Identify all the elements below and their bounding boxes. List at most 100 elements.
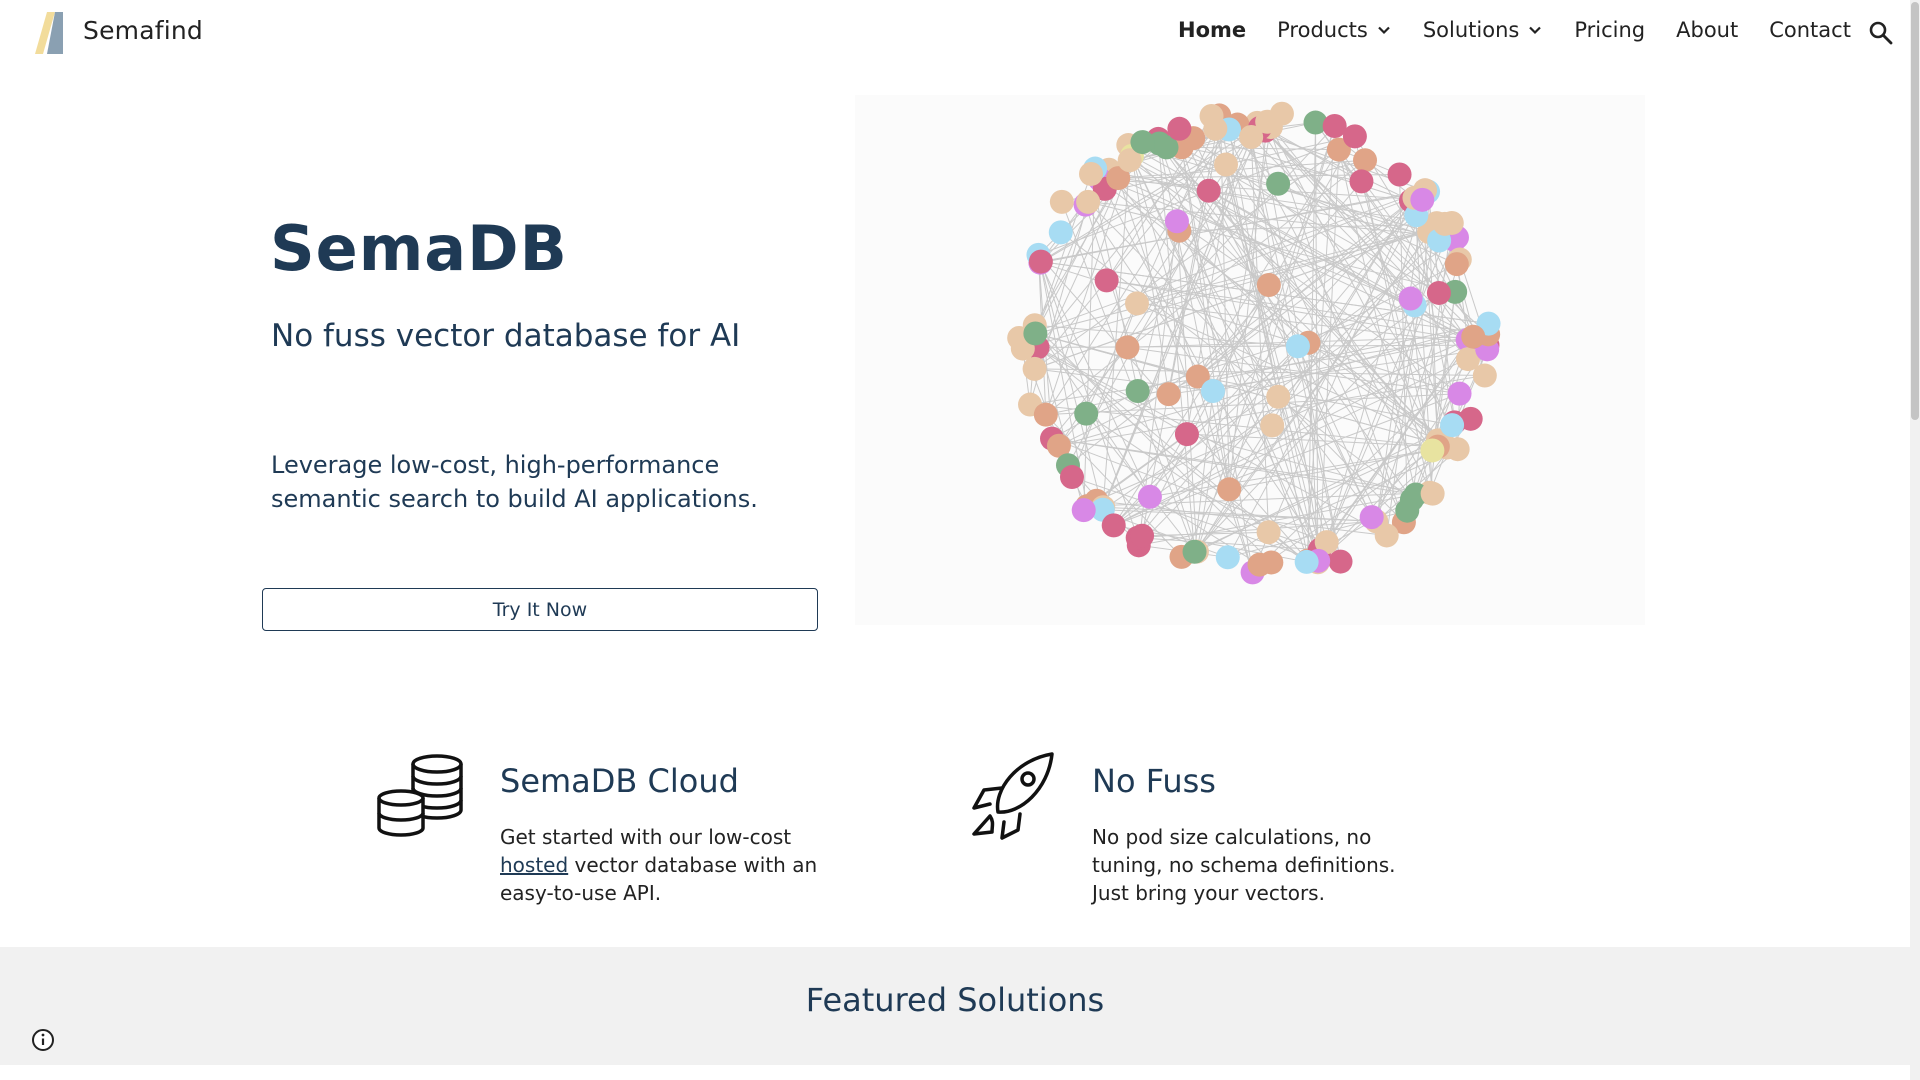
graph-edge — [1317, 339, 1469, 562]
brand-name[interactable]: Semafind — [83, 16, 203, 45]
nav-about-label: About — [1676, 18, 1739, 42]
graph-node — [1217, 477, 1242, 502]
hero-title: SemaDB — [270, 212, 568, 285]
feature-text-part: vector database with an easy-to-use API. — [500, 853, 818, 905]
nav-contact[interactable]: Contact — [1769, 18, 1851, 42]
graph-node — [1137, 484, 1162, 509]
semafind-logo-icon[interactable] — [33, 10, 63, 56]
graph-node — [1247, 552, 1272, 577]
graph-node — [1426, 280, 1451, 305]
graph-edge — [1037, 344, 1488, 348]
graph-edge — [1218, 115, 1405, 523]
graph-node — [1458, 406, 1483, 431]
graph-node — [1285, 334, 1310, 359]
graph-edge — [1045, 414, 1182, 558]
graph-node — [1256, 520, 1281, 545]
graph-edge — [1083, 168, 1096, 511]
chevron-down-icon — [1529, 26, 1542, 35]
graph-edge — [1136, 122, 1258, 304]
graph-edge — [1250, 136, 1411, 299]
graph-edge — [1037, 254, 1104, 510]
graph-edge — [1157, 138, 1309, 561]
graph-node — [1440, 413, 1465, 438]
graph-node — [1106, 166, 1131, 191]
graph-node — [1049, 189, 1074, 214]
feature-text-semadb-cloud: Get started with our low-cost hosted vec… — [500, 823, 830, 907]
graph-edge — [1411, 339, 1469, 500]
graph-edge — [1051, 347, 1128, 439]
search-icon[interactable] — [1868, 20, 1894, 46]
graph-edge — [1117, 177, 1254, 573]
graph-node — [1456, 347, 1481, 372]
graph-edge — [1229, 449, 1433, 490]
hosted-link[interactable]: hosted — [500, 853, 569, 877]
nav-pricing[interactable]: Pricing — [1574, 18, 1645, 42]
graph-edge — [1168, 199, 1423, 395]
graph-edge — [1266, 121, 1412, 299]
graph-edge — [1454, 349, 1488, 423]
graph-node — [1079, 161, 1104, 186]
graph-edge — [1040, 121, 1268, 263]
try-it-now-button[interactable]: Try It Now — [262, 588, 818, 631]
graph-edge — [1354, 136, 1431, 493]
graph-edge — [1102, 122, 1258, 510]
feature-title-no-fuss: No Fuss — [1092, 762, 1216, 800]
graph-edge — [1214, 128, 1319, 561]
rocket-icon — [972, 752, 1054, 840]
graph-node — [1200, 379, 1225, 404]
nav-solutions[interactable]: Solutions — [1423, 18, 1544, 42]
graph-node — [1182, 539, 1207, 564]
graph-node — [1359, 505, 1384, 530]
graph-node — [1398, 286, 1423, 311]
scrollbar-thumb[interactable] — [1911, 2, 1919, 420]
feature-title-semadb-cloud: SemaDB Cloud — [500, 762, 739, 800]
graph-node — [1046, 433, 1071, 458]
scrollbar-track[interactable] — [1910, 0, 1920, 1080]
graph-node — [1374, 523, 1399, 548]
graph-edge — [1096, 239, 1455, 502]
chevron-down-icon — [1378, 26, 1390, 35]
graph-node — [1328, 549, 1353, 574]
graph-edge — [1411, 222, 1453, 500]
nav-about[interactable]: About — [1676, 18, 1738, 42]
graph-node — [1101, 513, 1126, 538]
graph-edge — [1037, 128, 1216, 348]
graph-node — [1387, 162, 1412, 187]
graph-node — [1420, 438, 1445, 463]
nav-solutions-label: Solutions — [1422, 18, 1520, 42]
graph-edge — [1136, 222, 1452, 304]
graph-edge — [1208, 190, 1439, 441]
featured-solutions-section: Featured Solutions — [0, 947, 1910, 1065]
graph-edge — [1176, 221, 1198, 552]
site-header: Semafind Home Products Solutions Pricing… — [0, 0, 1910, 66]
graph-edge — [1113, 348, 1488, 526]
graph-edge — [1094, 168, 1309, 344]
graph-edge — [1040, 189, 1426, 264]
graph-edge — [1375, 259, 1461, 522]
graph-edge — [1211, 115, 1328, 543]
graph-node — [1326, 137, 1351, 162]
graph-node — [1266, 171, 1291, 196]
graph-edge — [1034, 324, 1298, 347]
graph-node — [1022, 356, 1047, 381]
graph-node — [1156, 382, 1181, 407]
graph-edge — [1338, 149, 1417, 495]
graph-edge — [1360, 181, 1433, 451]
graph-edge — [1176, 220, 1270, 286]
graph-node — [1472, 363, 1497, 388]
graph-edge — [1319, 336, 1474, 551]
nav-products[interactable]: Products — [1277, 18, 1392, 42]
graph-edge — [1220, 124, 1230, 490]
graph-node — [1255, 109, 1280, 134]
graph-edge — [1034, 324, 1272, 563]
graph-node — [1215, 545, 1240, 570]
graph-node — [1432, 211, 1457, 236]
graph-node — [1349, 169, 1374, 194]
graph-node — [1164, 209, 1189, 234]
info-icon[interactable] — [30, 1027, 56, 1053]
graph-edge — [1088, 201, 1458, 238]
graph-node — [1125, 379, 1150, 404]
network-graph-illustration — [855, 95, 1645, 625]
nav-home[interactable]: Home — [1178, 18, 1246, 42]
graph-edge — [1087, 201, 1405, 523]
